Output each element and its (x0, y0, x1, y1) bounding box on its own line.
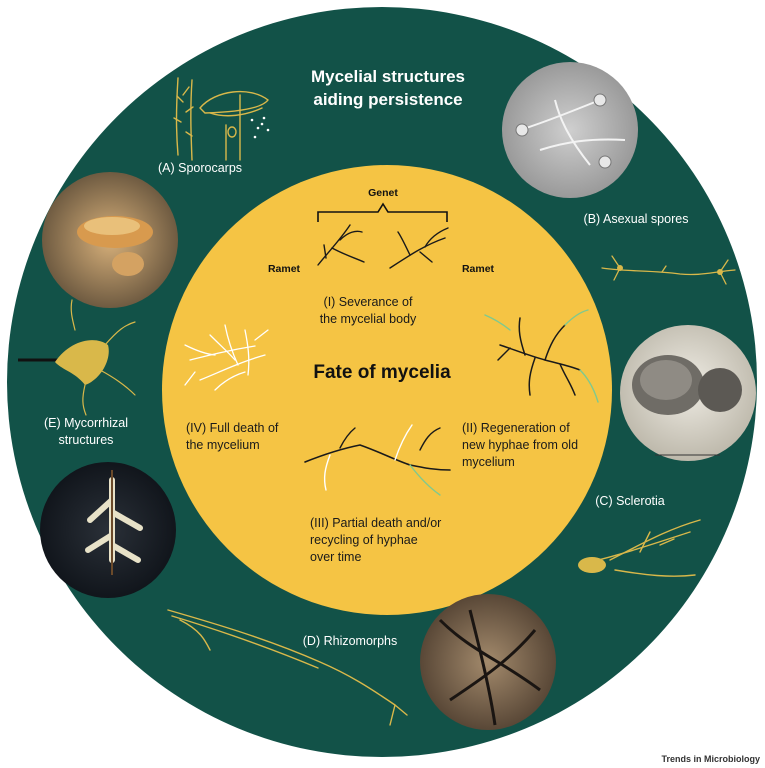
rhizomorph-line-art (167, 609, 408, 726)
center-title: Fate of mycelia (313, 362, 451, 383)
label-partial-line3: over time (310, 550, 361, 564)
page-title-line2: aiding persistence (313, 90, 462, 109)
label-mycorrhizal-line2: structures (59, 433, 114, 447)
label-regeneration-line3: mycelium (462, 455, 515, 469)
spore-dots (250, 116, 270, 139)
regeneration-hyphae-old (497, 317, 581, 396)
label-ramet-left: Ramet (268, 263, 301, 275)
label-ramet-right: Ramet (462, 263, 495, 275)
regeneration-hyphae-new (484, 309, 599, 403)
inner-circle (162, 165, 612, 615)
genet-bracket (317, 202, 448, 222)
label-fulldeath-line2: the mycelium (186, 438, 260, 452)
label-regeneration-line1: (II) Regeneration of (462, 421, 570, 435)
label-asexual-spores: (B) Asexual spores (584, 212, 689, 226)
ramet-right-hyphae (389, 227, 449, 269)
label-sclerotia: (C) Sclerotia (595, 494, 665, 508)
full-death-hyphae (184, 324, 269, 391)
spore-nodes (617, 265, 723, 275)
label-rhizomorphs: (D) Rhizomorphs (303, 634, 397, 648)
label-severance-line1: (I) Severance of (324, 295, 413, 309)
label-partial-line1: (III) Partial death and/or (310, 516, 441, 530)
sporocarp-photo (42, 172, 178, 308)
credit-text: Trends in Microbiology (661, 754, 760, 764)
label-partial-line2: recycling of hyphae (310, 533, 418, 547)
label-genet: Genet (368, 187, 398, 199)
page-title-line1: Mycelial structures (311, 67, 465, 86)
label-severance-line2: the mycelial body (320, 312, 417, 326)
ramet-left-hyphae (317, 224, 365, 266)
mycorrhizal-photo (40, 462, 176, 598)
label-sporocarps: (A) Sporocarps (158, 161, 242, 175)
rhizomorphs-photo (420, 594, 556, 730)
label-mycorrhizal-line1: (E) Mycorrhizal (44, 416, 128, 430)
label-regeneration-line2: new hyphae from old (462, 438, 578, 452)
mycorrhizal-line-art (18, 299, 136, 416)
sclerotium-line-art (589, 519, 701, 577)
sclerotium-knot (578, 557, 606, 573)
label-fulldeath-line1: (IV) Full death of (186, 421, 279, 435)
sclerotia-photo (620, 325, 756, 461)
asexual-spores-photo (502, 62, 638, 198)
spore-line-art (601, 255, 736, 285)
partial-death-hyphae (304, 424, 451, 496)
sporocarp-line-art (173, 77, 269, 161)
